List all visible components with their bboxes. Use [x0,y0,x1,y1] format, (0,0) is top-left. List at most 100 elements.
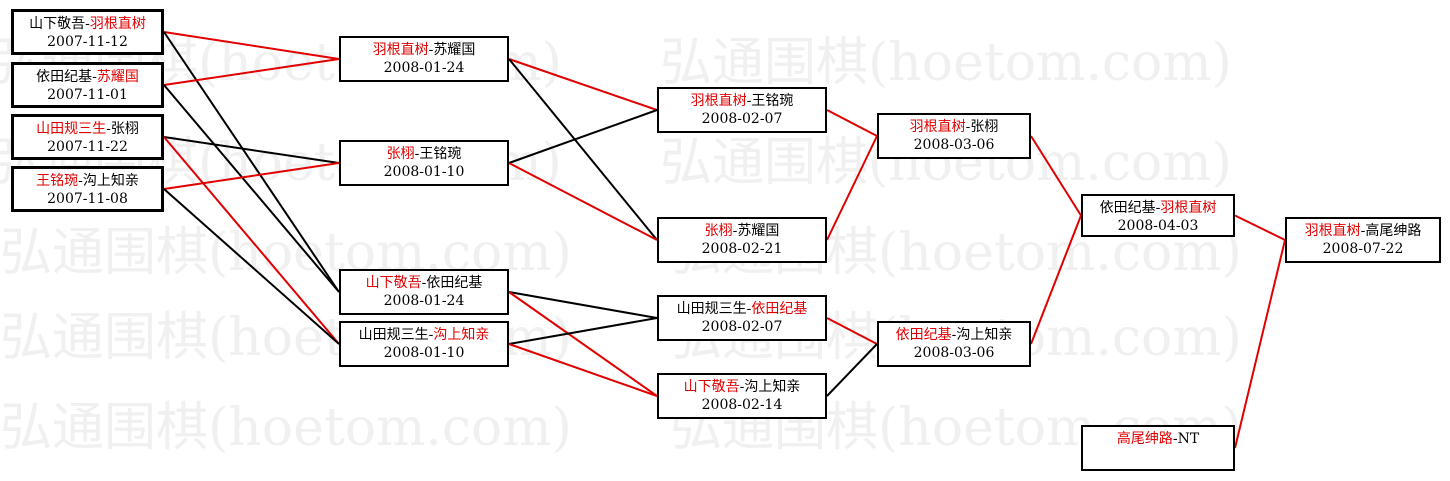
bracket-connector-r1c-r2b [163,136,340,164]
versus-dash: - [746,93,752,109]
match-players: 山下敬吾-依田纪基 [341,274,507,292]
match-players: 张栩-王铭琬 [341,145,507,163]
player-name: 王铭琬 [36,173,79,189]
player-name: 羽根直树 [89,16,146,32]
bracket-connector-r4a-r5a [1030,135,1082,217]
player-name: 羽根直树 [1304,223,1361,239]
match-date: 2007-11-22 [47,139,128,155]
bracket-connector-r1b-r2a [163,58,340,86]
match-date: 2007-11-12 [47,34,128,50]
versus-dash: - [85,16,90,32]
player-name: 依田纪基 [36,69,93,85]
bracket-connector-r3b-r4a [826,135,878,241]
bracket-connector-r1a-r2a [163,31,340,60]
bracket-connector-r2d-r3d [508,343,658,397]
bracket-connector-r4b-r5a [1030,215,1082,345]
player-name: 羽根直树 [372,42,429,58]
player-name: 沟上知亲 [744,379,801,395]
versus-dash: - [414,146,420,162]
versus-dash: - [1155,200,1161,216]
match-date: 2008-01-24 [383,293,465,309]
player-name: 山田规三生 [358,327,429,343]
bracket-connector-r2b-r3b [508,162,658,241]
match-box-final: 羽根直树-高尾绅路 2008-07-22 [1285,217,1441,263]
match-players: 山田规三生-张栩 [14,120,161,138]
bracket-connector-r2a-r3a [508,58,658,111]
player-name: 沟上知亲 [82,173,139,189]
bracket-connector-r1d-r2b [163,162,340,190]
player-name: 山下敬吾 [29,16,86,32]
match-players: 山下敬吾-羽根直树 [14,15,161,33]
player-name: 苏耀国 [737,223,780,239]
match-date: 2008-07-22 [1322,241,1404,257]
bracket-connector-r3c-r4b [826,317,878,345]
player-name: 羽根直树 [909,119,966,135]
player-name: NT [1177,431,1200,447]
bracket-connector-r2a-r3b [508,58,658,241]
player-name: 羽根直树 [690,93,747,109]
match-date: 2008-01-10 [383,164,465,180]
player-name: 山田规三生 [676,301,747,317]
player-name: 山下敬吾 [683,379,740,395]
match-players: 高尾绅路-NT [1083,430,1233,448]
bracket-connector-r2b-r3a [508,109,658,164]
bracket-connector-r2d-r3c [508,317,658,345]
player-name: 山田规三生 [36,121,107,137]
bracket-connector-r1a-r2c [163,31,340,293]
match-box-r5b: 高尾绅路-NT [1081,425,1235,471]
match-players: 依田纪基-沟上知亲 [879,326,1029,344]
match-players: 羽根直树-苏耀国 [341,41,507,59]
match-players: 张栩-苏耀国 [659,222,825,240]
player-name: 王铭琬 [751,93,794,109]
bracket-connector-r1d-r2d [163,188,340,345]
versus-dash: - [78,173,83,189]
match-players: 羽根直树-张栩 [879,118,1029,136]
versus-dash: - [965,119,971,135]
player-name: 王铭琬 [419,146,462,162]
match-players: 依田纪基-苏耀国 [14,68,161,86]
player-name: 山下敬吾 [365,275,422,291]
player-name: 沟上知亲 [956,327,1013,343]
bracket-connector-r1b-r2c [163,84,340,293]
versus-dash: - [1172,431,1178,447]
match-date: 2007-11-01 [47,87,128,103]
player-name: 高尾绅路 [1116,431,1173,447]
versus-dash: - [746,301,752,317]
player-name: 沟上知亲 [433,327,490,343]
bracket-connector-r3d-r4b [826,343,878,397]
bracket-connector-r5a-final [1234,214,1286,241]
watermark-text: 弘通围棋(hoetom.com) [0,398,572,458]
player-name: 依田纪基 [426,275,483,291]
match-date: 2007-11-08 [47,191,128,207]
versus-dash: - [732,223,738,239]
versus-dash: - [106,121,111,137]
player-name: 张栩 [704,223,733,239]
match-date: 2008-01-10 [383,345,465,361]
versus-dash: - [1360,223,1366,239]
versus-dash: - [92,69,97,85]
player-name: 张栩 [386,146,415,162]
match-date: 2008-03-06 [913,345,995,361]
versus-dash: - [428,327,434,343]
match-players: 山田规三生-沟上知亲 [341,326,507,344]
versus-dash: - [421,275,427,291]
player-name: 高尾绅路 [1365,223,1422,239]
bracket-connector-r2c-r3d [508,291,658,397]
match-date: 2008-02-21 [701,241,783,257]
watermark-text: 弘通围棋(hoetom.com) [660,33,1232,93]
match-players: 王铭琬-沟上知亲 [14,172,161,190]
player-name: 张栩 [970,119,999,135]
match-players: 羽根直树-王铭琬 [659,92,825,110]
match-date: 2008-02-14 [701,397,783,413]
